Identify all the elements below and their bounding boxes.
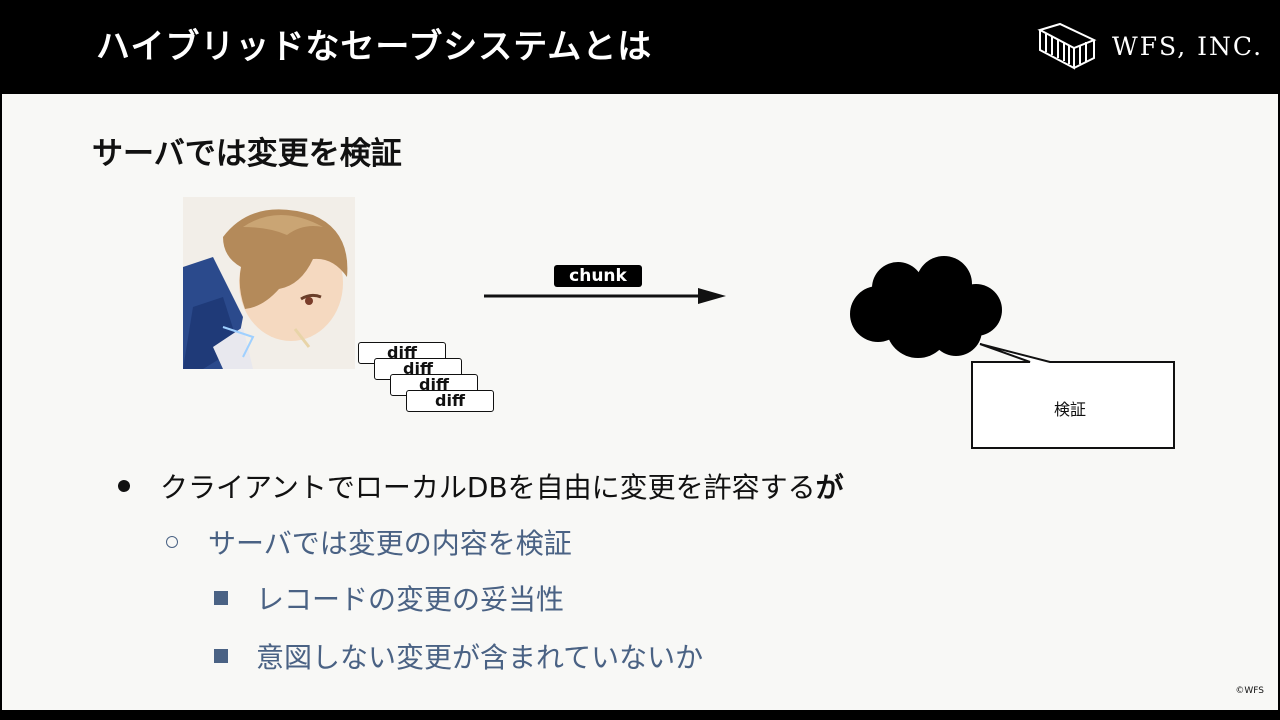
bullet-level3: レコードの変更の妥当性 (214, 578, 564, 618)
header-bar: ハイブリッドなセーブシステムとは WFS, INC. (0, 0, 1280, 92)
bullet-level2-text: サーバでは変更の内容を検証 (208, 527, 572, 560)
bullet-level3: 意図しない変更が含まれていないか (214, 636, 703, 676)
company-name: WFS, INC. (1112, 32, 1264, 61)
bullet-square-icon (214, 591, 228, 605)
bullet-level1-text: クライアントでローカルDBを自由に変更を許容する (160, 471, 816, 504)
bullet-level2: サーバでは変更の内容を検証 (166, 522, 572, 562)
company-logo: WFS, INC. (1036, 20, 1266, 76)
bullet-square-icon (214, 649, 228, 663)
chunk-label: chunk (554, 265, 642, 287)
slide-body: サーバでは変更を検証 diff diff diff diff chunk (2, 94, 1278, 710)
cloud-icon (850, 256, 1002, 358)
verification-label: 検証 (1054, 400, 1087, 419)
bullet-ring-icon (166, 536, 178, 548)
bullet-level1-bold: が (815, 471, 844, 504)
bullet-level3-text: 意図しない変更が含まれていないか (256, 641, 704, 674)
speech-bubble (971, 343, 1175, 449)
slide-title: ハイブリッドなセーブシステムとは (96, 27, 653, 67)
bullet-level1: クライアントでローカルDBを自由に変更を許容するが (118, 466, 844, 506)
bullet-level3-text: レコードの変更の妥当性 (256, 583, 565, 616)
slide-subtitle: サーバでは変更を検証 (92, 136, 402, 172)
copyright-text: ©WFS (1235, 686, 1264, 696)
bottom-bar (0, 710, 1280, 720)
wfs-logo-mark-icon (1037, 22, 1097, 70)
character-avatar-icon (183, 197, 355, 369)
right-arrow-icon (484, 288, 726, 304)
bullet-dot-icon (118, 480, 130, 492)
diff-card: diff (406, 390, 494, 412)
